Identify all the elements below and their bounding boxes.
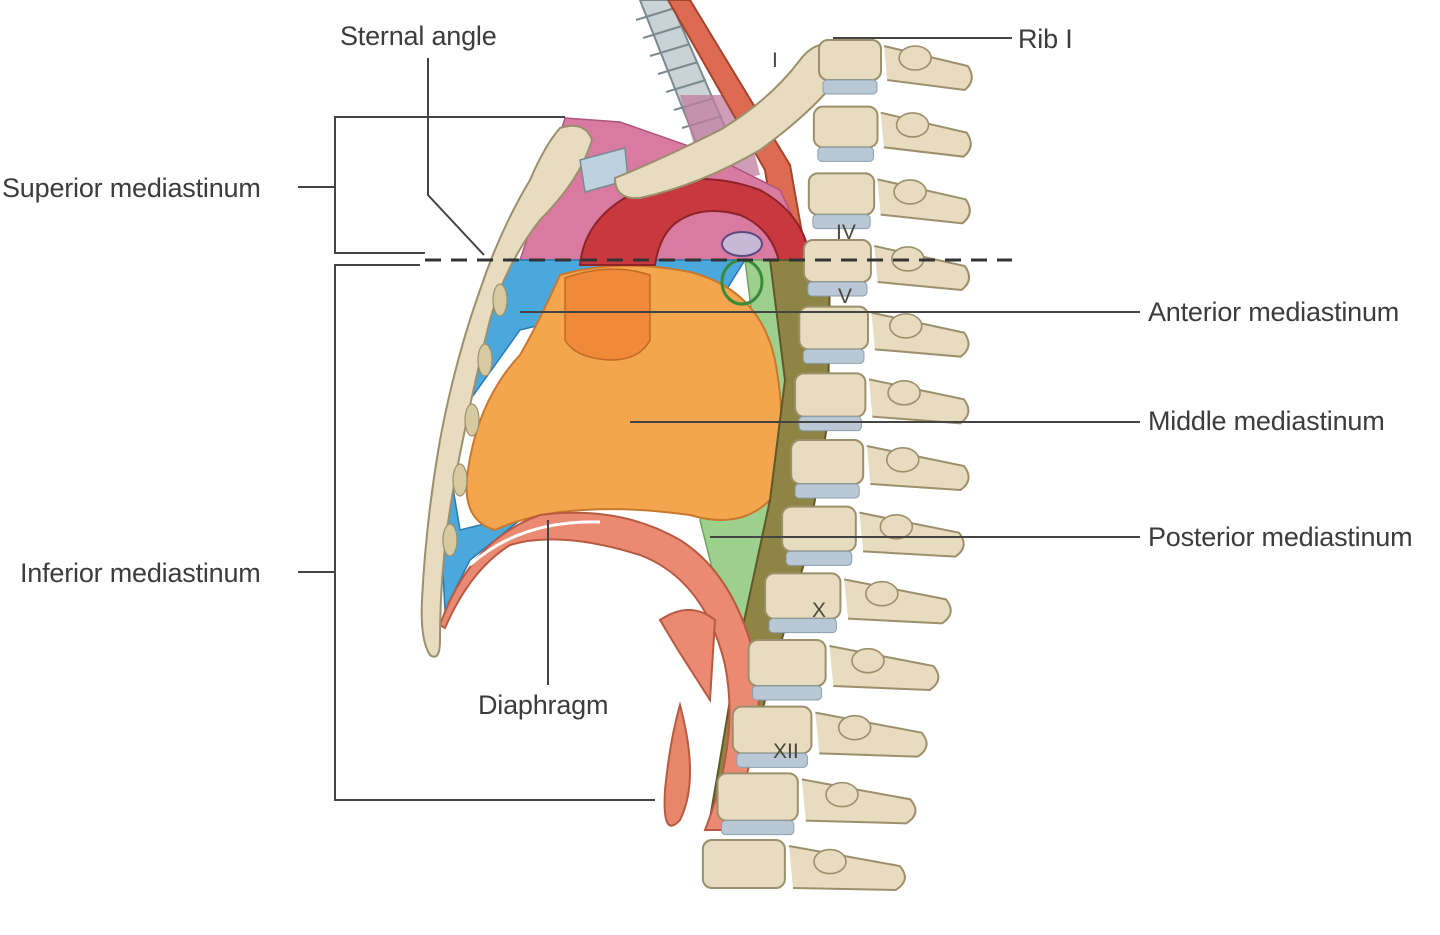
- vertebral-body: [790, 439, 865, 485]
- spinous-process: [829, 645, 940, 692]
- transverse-process: [887, 380, 921, 406]
- transverse-process: [851, 647, 885, 674]
- vertebral-body: [818, 39, 882, 81]
- middle-mediastinum-region: [465, 264, 783, 532]
- intervertebral-disc: [721, 820, 795, 836]
- vertebral-body: [716, 772, 799, 822]
- vertebra-numeral-x: X: [812, 599, 827, 622]
- heart-upper-lobe: [564, 268, 651, 361]
- rib-one-label: Rib I: [1018, 24, 1073, 54]
- transverse-process: [893, 179, 927, 205]
- spinous-process: [801, 778, 917, 825]
- vertebral-column: [701, 39, 973, 892]
- rib-numeral-i: I: [772, 49, 778, 72]
- vertebral-body: [802, 239, 872, 283]
- superior-mediastinum-bracket: [334, 116, 565, 254]
- vertebral-body: [701, 839, 786, 889]
- intervertebral-disc: [798, 416, 862, 432]
- transverse-process: [837, 714, 872, 741]
- intervertebral-disc: [822, 79, 878, 95]
- intervertebral-disc: [785, 550, 853, 566]
- transverse-process: [865, 580, 899, 607]
- vertebra-numeral-v: V: [838, 285, 853, 308]
- transverse-process: [895, 112, 930, 138]
- transverse-process: [898, 45, 932, 71]
- vertebral-body: [781, 505, 857, 553]
- posterior-mediastinum-label: Posterior mediastinum: [1148, 522, 1413, 552]
- intervertebral-disc: [817, 146, 875, 162]
- spinous-process: [844, 578, 952, 625]
- inferior-mediastinum-label: Inferior mediastinum: [20, 558, 261, 588]
- vertebral-body: [764, 572, 842, 620]
- spinous-process: [815, 711, 928, 758]
- spinous-process: [868, 378, 970, 425]
- leader-lines: [298, 37, 1140, 801]
- vertebral-body: [812, 105, 879, 149]
- intervertebral-disc: [752, 685, 823, 701]
- inferior-mediastinum-bracket: [334, 264, 655, 801]
- vertebral-body: [747, 639, 827, 687]
- vertebral-body: [807, 172, 876, 216]
- transverse-process: [885, 446, 920, 473]
- vertebra-numeral-iv: IV: [836, 221, 856, 244]
- vertebra-numeral-xii: XII: [773, 740, 799, 763]
- superior-mediastinum-label: Superior mediastinum: [2, 173, 261, 203]
- middle-mediastinum-label: Middle mediastinum: [1148, 406, 1385, 436]
- anterior-mediastinum-label: Anterior mediastinum: [1148, 297, 1400, 327]
- spinous-process: [866, 445, 970, 492]
- spinous-process: [859, 511, 965, 558]
- vertebral-body: [794, 372, 867, 418]
- transverse-process: [888, 313, 923, 339]
- intervertebral-disc: [802, 348, 865, 364]
- transverse-process: [813, 848, 847, 875]
- intervertebral-disc: [807, 281, 868, 297]
- aorta-inner-highlight: [721, 231, 763, 257]
- intervertebral-disc: [794, 483, 860, 499]
- vertebral-body: [798, 305, 869, 351]
- transverse-process: [825, 781, 859, 808]
- diaphragm-label: Diaphragm: [478, 690, 609, 720]
- intervertebral-disc: [768, 618, 837, 634]
- intervertebral-disc: [812, 214, 871, 230]
- intervertebral-disc: [736, 752, 808, 768]
- transverse-process: [879, 513, 914, 540]
- sternal-angle-leader: [427, 58, 485, 256]
- sternal-angle-label: Sternal angle: [340, 21, 497, 51]
- spinous-process: [788, 845, 906, 892]
